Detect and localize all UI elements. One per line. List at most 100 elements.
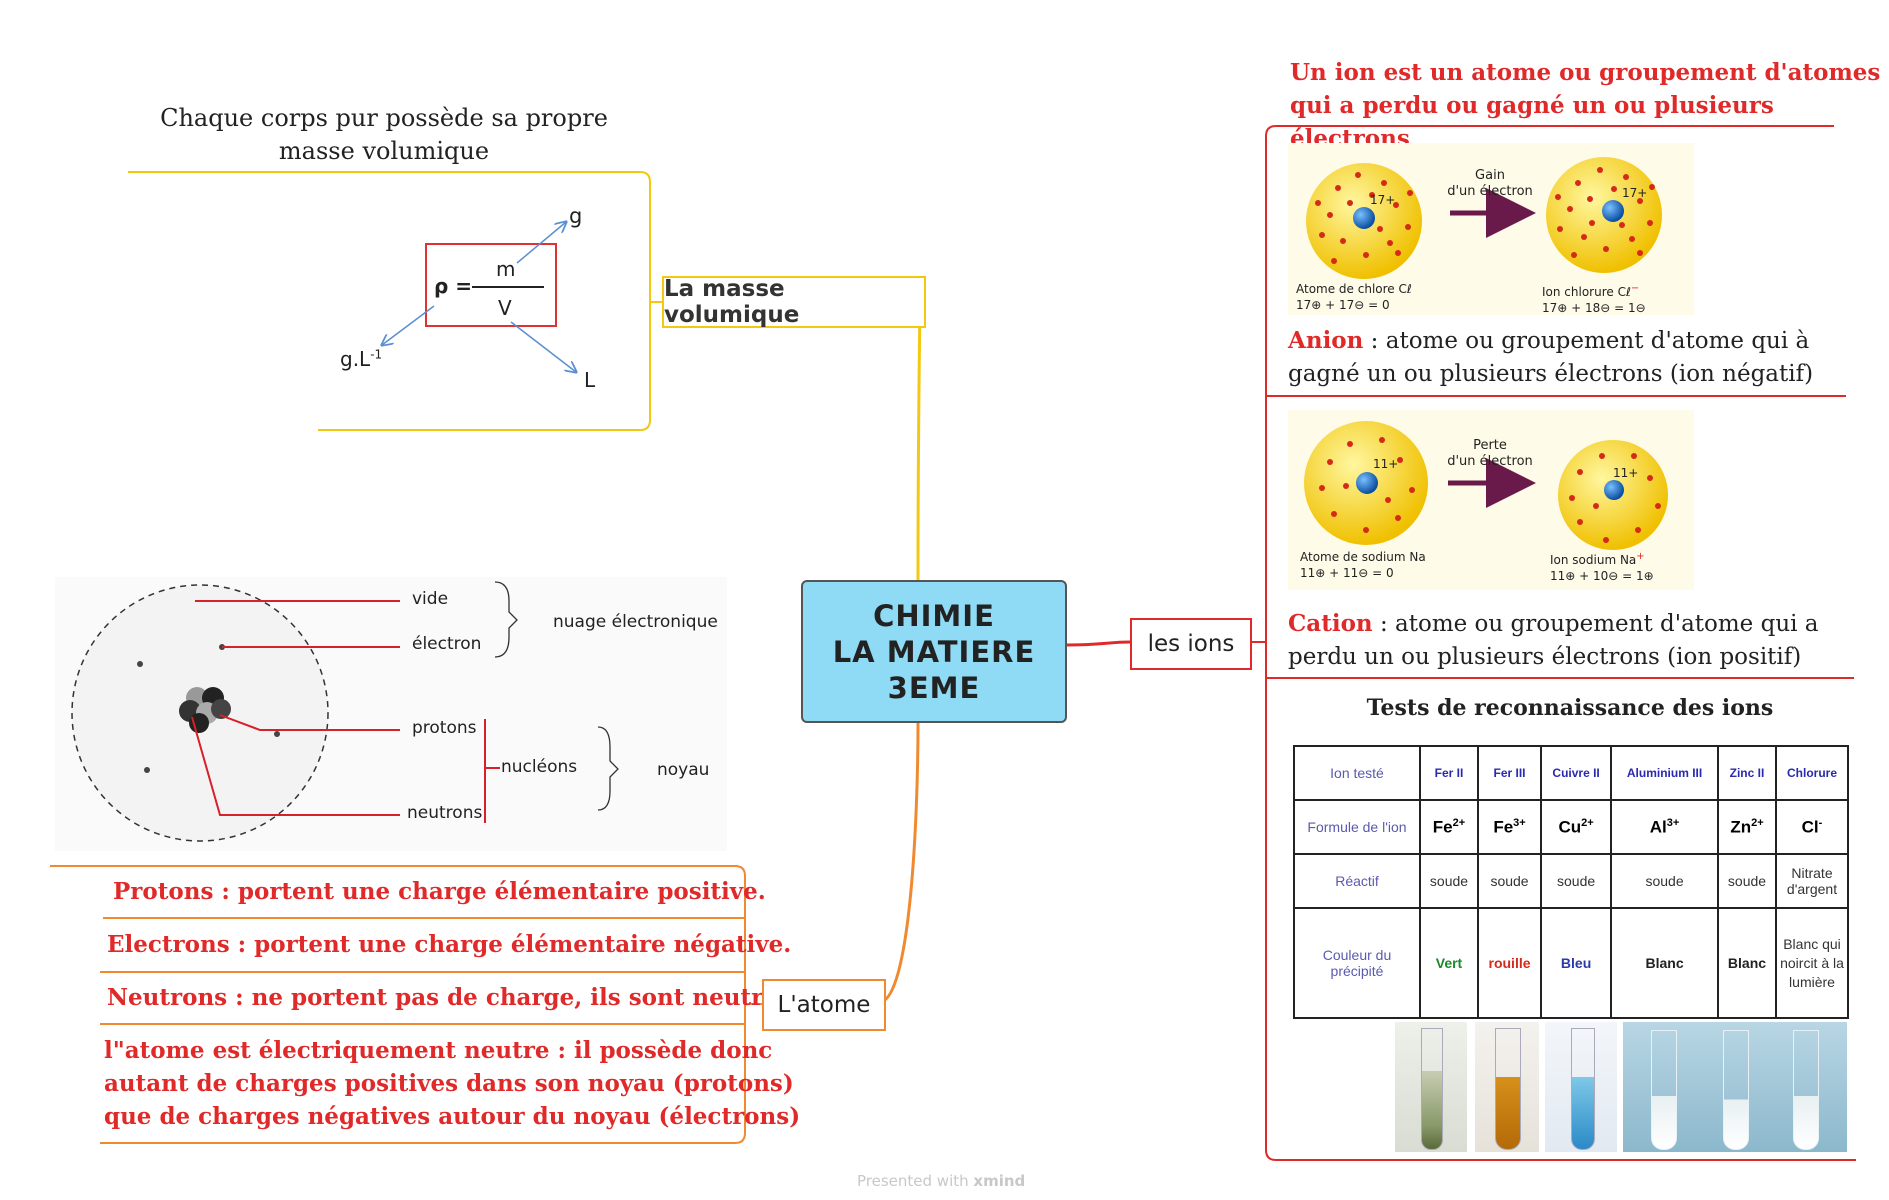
unit-g: g — [569, 204, 583, 228]
ion-name: Fer II — [1419, 745, 1479, 801]
cation-left-caption1: Atome de sodium Na — [1300, 550, 1426, 564]
atom-drawing — [71, 581, 619, 842]
anion-left-charge: 17+ — [1370, 193, 1396, 207]
formula-m: m — [496, 257, 516, 281]
anion-right-caption2: 17⊕ + 18⊖ = 1⊖ — [1542, 301, 1646, 315]
formula-sup: 2+ — [1452, 816, 1466, 829]
topic-ions-label: les ions — [1147, 631, 1235, 657]
row-header-couleur: Couleur du précipité — [1293, 907, 1421, 1019]
label-electron: électron — [412, 634, 482, 654]
anion-arrow-line1: Gain — [1475, 168, 1505, 183]
ion-def-line1: Un ion est un atome ou groupement d'atom… — [1290, 59, 1881, 86]
table-row-couleur: Couleur du précipité Vert rouille Bleu B… — [1293, 907, 1849, 1019]
row-header-reactif: Réactif — [1293, 853, 1421, 909]
couleur-cell: Blanc — [1610, 907, 1719, 1019]
reactif-cell: soude — [1540, 853, 1613, 909]
label-neutrons: neutrons — [407, 803, 483, 823]
cation-arrow-label: Perte d'un électron — [1430, 438, 1550, 470]
anion-def-line1-wrap: Anion : atome ou groupement d'atome qui … — [1288, 324, 1813, 358]
anion-term: Anion — [1288, 327, 1364, 354]
fact-neutral-line2: autant de charges positives dans son noy… — [104, 1070, 794, 1097]
cation-right-caption1: Ion sodium Na — [1550, 553, 1637, 567]
topic-atome[interactable]: L'atome — [762, 979, 886, 1031]
label-protons: protons — [412, 718, 477, 738]
label-vide: vide — [412, 589, 449, 609]
fact-electrons: Electrons : portent une charge élémentai… — [107, 931, 792, 958]
ion-formula: Fe2+ — [1419, 799, 1479, 855]
anion-def-line1: : atome ou groupement d'atome qui à — [1363, 328, 1810, 354]
anion-right-caption1: Ion chlorure Cℓ — [1542, 285, 1631, 299]
fact-protons: Protons : portent une charge élémentaire… — [113, 878, 766, 905]
cation-right-caption2: 11⊕ + 10⊖ = 1⊕ — [1550, 569, 1654, 583]
formula-v: V — [498, 296, 512, 320]
ion-name: Zinc II — [1716, 745, 1778, 801]
formula-box — [425, 243, 557, 327]
fact-neutral-line1: l"atome est électriquement neutre : il p… — [104, 1037, 773, 1064]
anion-definition: Anion : atome ou groupement d'atome qui … — [1288, 324, 1813, 391]
central-topic[interactable]: CHIMIE LA MATIERE 3EME — [801, 580, 1067, 723]
anion-left-caption1: Atome de chlore Cℓ — [1296, 282, 1412, 296]
label-nucleons: nucléons — [501, 757, 578, 777]
formula-arrows — [380, 200, 610, 390]
unit-l: L — [584, 368, 596, 392]
cation-term: Cation — [1288, 610, 1373, 637]
cation-definition: Cation : atome ou groupement d'atome qui… — [1288, 607, 1819, 674]
fact-neutral: l"atome est électriquement neutre : il p… — [104, 1034, 800, 1133]
footer-text: Presented with — [857, 1172, 969, 1190]
formula-base: Zn — [1730, 817, 1752, 837]
topic-masse-volumique[interactable]: La masse volumique — [662, 276, 926, 328]
cation-def-line1: : atome ou groupement d'atome qui a — [1372, 611, 1819, 637]
anion-left-caption: Atome de chlore Cℓ 17⊕ + 17⊖ = 0 — [1296, 281, 1412, 313]
ion-name: Chlorure — [1775, 745, 1849, 801]
unit-gl-base: g.L — [340, 347, 371, 371]
anion-right-caption: Ion chlorure Cℓ− 17⊕ + 18⊖ = 1⊖ — [1542, 281, 1646, 316]
couleur-cell: Bleu — [1540, 907, 1613, 1019]
cation-atoms-drawing — [1304, 421, 1668, 550]
ion-name: Fer III — [1476, 745, 1543, 801]
cation-right-charge: 11+ — [1613, 466, 1639, 480]
anion-right-charge: 17+ — [1622, 186, 1648, 200]
cation-arrow-line1: Perte — [1473, 438, 1507, 453]
fact-neutral-line3: que de charges négatives autour du noyau… — [104, 1103, 801, 1130]
row-header-formula: Formule de l'ion — [1293, 799, 1421, 855]
cation-def-line2: perdu un ou plusieurs électrons (ion pos… — [1288, 644, 1802, 670]
masse-note-line2: masse volumique — [278, 137, 490, 165]
cation-right-caption-sup: + — [1636, 551, 1645, 562]
ion-formula: Zn2+ — [1716, 799, 1778, 855]
masse-note: Chaque corps pur possède sa propre masse… — [128, 102, 640, 168]
reactif-cell: soude — [1610, 853, 1719, 909]
anion-atoms-drawing — [1306, 157, 1662, 279]
tests-title: Tests de reconnaissance des ions — [1366, 695, 1774, 721]
test-tube-photos — [1395, 1022, 1847, 1152]
cation-right-caption1-wrap: Ion sodium Na+ — [1550, 549, 1654, 568]
central-title-line2: LA MATIERE — [832, 634, 1036, 669]
reactif-cell: soude — [1476, 853, 1543, 909]
ion-formula: Al3+ — [1610, 799, 1719, 855]
central-title-line3: 3EME — [887, 670, 981, 705]
couleur-cell: Blanc — [1716, 907, 1778, 1019]
topic-atome-label: L'atome — [777, 992, 871, 1018]
unit-g-per-l: g.L-1 — [340, 347, 382, 371]
formula-sup: - — [1818, 816, 1823, 829]
central-title-line1: CHIMIE — [873, 598, 995, 633]
couleur-cell: Blanc qui noircit à la lumière — [1775, 907, 1849, 1019]
ion-definition: Un ion est un atome ou groupement d'atom… — [1290, 56, 1889, 155]
formula-sup: 2+ — [1581, 816, 1594, 829]
formula-base: Fe — [1432, 817, 1453, 837]
topic-ions[interactable]: les ions — [1130, 618, 1252, 670]
masse-note-line1: Chaque corps pur possède sa propre — [160, 104, 608, 132]
unit-gl-exp: -1 — [370, 347, 383, 362]
couleur-cell: Vert — [1419, 907, 1479, 1019]
tube-cuivre-ii — [1545, 1022, 1617, 1152]
cation-arrow-line2: d'un électron — [1447, 454, 1533, 469]
tube-aluminium-zinc-chlorure — [1623, 1022, 1847, 1152]
anion-right-caption1-wrap: Ion chlorure Cℓ− — [1542, 281, 1646, 300]
cation-def-line1-wrap: Cation : atome ou groupement d'atome qui… — [1288, 607, 1819, 641]
cation-right-caption: Ion sodium Na+ 11⊕ + 10⊖ = 1⊕ — [1550, 549, 1654, 584]
cation-left-caption2: 11⊕ + 11⊖ = 0 — [1300, 566, 1394, 580]
footer-brand: xmind — [973, 1172, 1026, 1190]
ion-name: Aluminium III — [1610, 745, 1719, 801]
cation-left-caption: Atome de sodium Na 11⊕ + 11⊖ = 0 — [1300, 549, 1426, 581]
cation-left-charge: 11+ — [1373, 457, 1399, 471]
formula-rho: ρ = — [434, 274, 473, 298]
